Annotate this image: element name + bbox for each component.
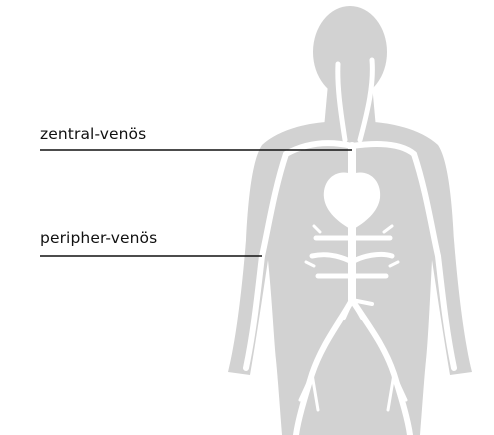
label-peripheral-venous: peripher-venös	[40, 231, 157, 247]
label-central-venous: zentral-venös	[40, 127, 146, 143]
